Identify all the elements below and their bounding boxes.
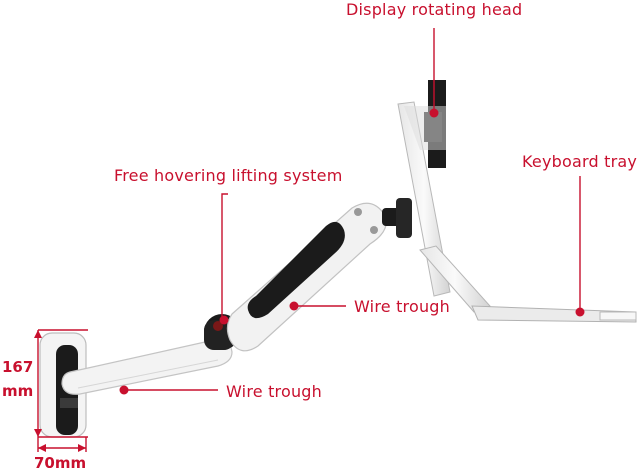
label-wire-trough-upper: Wire trough bbox=[354, 297, 450, 316]
callout-dot-keyboard-tray bbox=[576, 308, 585, 317]
callout-dot-display-head bbox=[430, 109, 439, 118]
keyboard-tray-arm bbox=[420, 246, 636, 322]
label-display-rotating-head: Display rotating head bbox=[346, 0, 522, 19]
label-wire-trough-lower: Wire trough bbox=[226, 382, 322, 401]
callout-dot-wire-trough-upper bbox=[290, 302, 299, 311]
label-lifting-system: Free hovering lifting system bbox=[114, 166, 342, 185]
swivel-joint bbox=[382, 198, 412, 238]
gas-spring-arm bbox=[227, 203, 386, 351]
dimension-width: 70mm bbox=[34, 454, 86, 472]
callout-line-lifting-system bbox=[222, 194, 228, 320]
callout-dot-lifting-system bbox=[220, 316, 229, 325]
dimension-height-unit: mm bbox=[2, 382, 33, 400]
dimension-height-value: 167 bbox=[2, 358, 33, 376]
callout-dot-wire-trough-lower bbox=[120, 386, 129, 395]
label-keyboard-tray: Keyboard tray bbox=[522, 152, 637, 171]
lower-arm bbox=[62, 340, 232, 395]
